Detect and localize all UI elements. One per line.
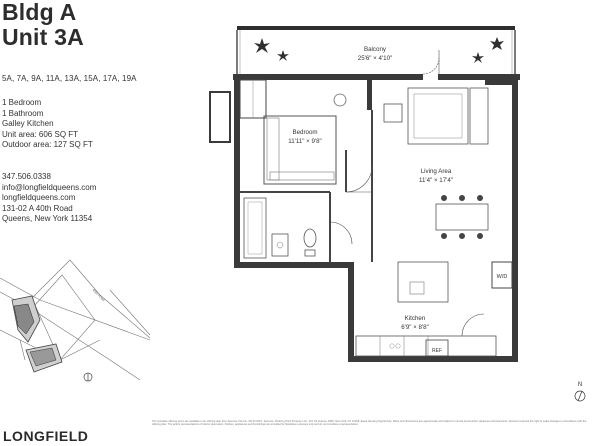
room-labels: Balcony 25'6" × 4'10" Bedroom 11'11" × 9… (288, 46, 453, 331)
kitchen-label: Kitchen (405, 315, 426, 322)
dining-table (435, 195, 489, 239)
contact-website[interactable]: longfieldqueens.com (2, 193, 76, 203)
wall-south-bath (234, 262, 354, 268)
closet (239, 79, 267, 119)
spec-outdoor-area: Outdoor area: 127 SQ FT (2, 140, 93, 150)
living-label: Living Area (421, 168, 452, 175)
legal-disclaimer: The complete offering terms are availabl… (152, 420, 587, 427)
plant-icon (277, 50, 289, 61)
sofa-icon (469, 87, 489, 145)
contact-info: 347.506.0338 info@longfieldqueens.com lo… (2, 172, 96, 225)
exterior-walls (209, 74, 520, 362)
plant-icon (254, 38, 270, 53)
kitchen-island (397, 261, 449, 303)
contact-email[interactable]: info@longfieldqueens.com (2, 182, 97, 192)
contact-phone[interactable]: 347.506.0338 (2, 172, 51, 181)
wall-west-kitchen (348, 262, 354, 362)
toilet-icon (303, 228, 317, 248)
site-building-a-highlight (13, 303, 35, 335)
title-block: Bldg A Unit 3A (2, 0, 84, 50)
brand-logo: LONGFIELD (3, 428, 89, 444)
spec-unit-area: Unit area: 606 SQ FT (2, 129, 79, 139)
bedroom-dims: 11'11" × 9'8" (288, 138, 322, 145)
door-swings (329, 50, 440, 245)
kitchen-dims: 6'9" × 8'8" (401, 324, 429, 331)
site-lines (0, 259, 151, 381)
hvac-closet (209, 91, 231, 143)
wd-label: W/D (497, 274, 508, 280)
kitchen-sink-icon (409, 281, 425, 295)
plant-icon (490, 37, 504, 50)
wall-west (234, 74, 240, 268)
spec-bathrooms: 1 Bathroom (2, 108, 44, 118)
living-furniture (383, 87, 489, 145)
side-table-icon (383, 103, 403, 123)
sofa-area (407, 87, 469, 145)
stacked-units: 5A, 7A, 9A, 11A, 13A, 15A, 17A, 19A (2, 74, 137, 83)
unit-name: Unit 3A (2, 24, 84, 50)
interior-walls (240, 110, 373, 262)
ref-label: REF (432, 348, 442, 354)
spec-bedrooms: 1 Bedroom (2, 98, 42, 107)
bathroom (243, 197, 317, 259)
site-building-b-inner (29, 347, 57, 367)
wall-north-stub (485, 80, 512, 85)
kitchen-door-swing (461, 313, 485, 337)
wall-north-left (233, 74, 423, 80)
wall-column (367, 80, 372, 110)
bed (263, 115, 337, 185)
wall-east (512, 74, 518, 362)
bathtub (243, 197, 267, 259)
kitchen: REF (355, 261, 497, 357)
plant-icon (472, 52, 484, 63)
north-arrow-icon: N (574, 382, 586, 402)
bedroom-label: Bedroom (292, 129, 317, 136)
north-label: N (578, 382, 582, 388)
unit-specs: 1 Bedroom 1 Bathroom Galley Kitchen Unit… (2, 98, 93, 151)
building-name: Bldg A (2, 0, 77, 25)
refrigerator (425, 339, 449, 357)
sink-icon (271, 233, 289, 257)
washer-dryer: W/D (491, 261, 513, 289)
chair-icon (333, 93, 347, 107)
contact-address-line2: Queens, New York 11354 (2, 214, 93, 224)
balcony-top-rail (237, 26, 515, 30)
contact-address-line1: 131-02 A 40th Road (2, 203, 73, 213)
plant-icons (254, 37, 504, 63)
wall-north-right (438, 74, 520, 80)
balcony (236, 26, 516, 74)
spec-kitchen: Galley Kitchen (2, 119, 54, 129)
wall-south-kitchen (348, 356, 518, 362)
balcony-label: Balcony (364, 46, 387, 53)
site-compass-icon (83, 372, 93, 382)
balcony-dims: 25'6" × 4'10" (358, 55, 392, 62)
living-dims: 11'4" × 17'4" (419, 177, 453, 184)
